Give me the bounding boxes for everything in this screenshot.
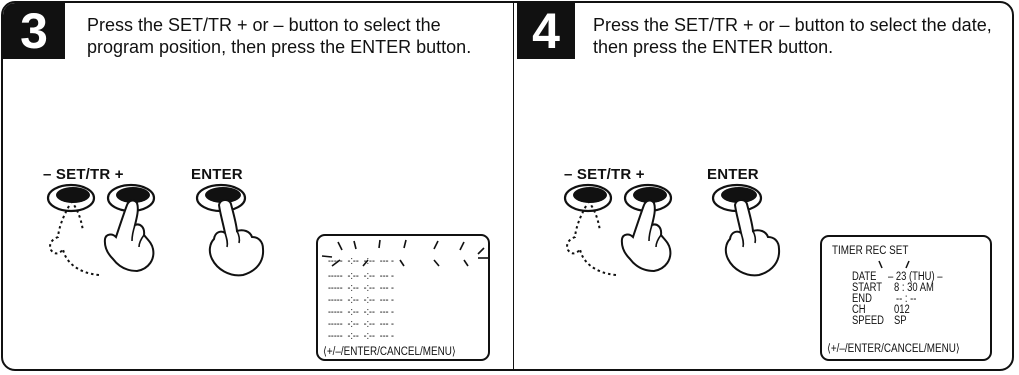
- step-4-timer-rec-screen: TIMER REC SET DATE – 23 (THU) – START 8 …: [820, 235, 992, 361]
- speed-label: SPEED: [852, 316, 884, 327]
- speed-value: SP: [894, 316, 907, 327]
- step-4-screen-footer: ⟨+/–/ENTER/CANCEL/MENU⟩: [827, 341, 960, 355]
